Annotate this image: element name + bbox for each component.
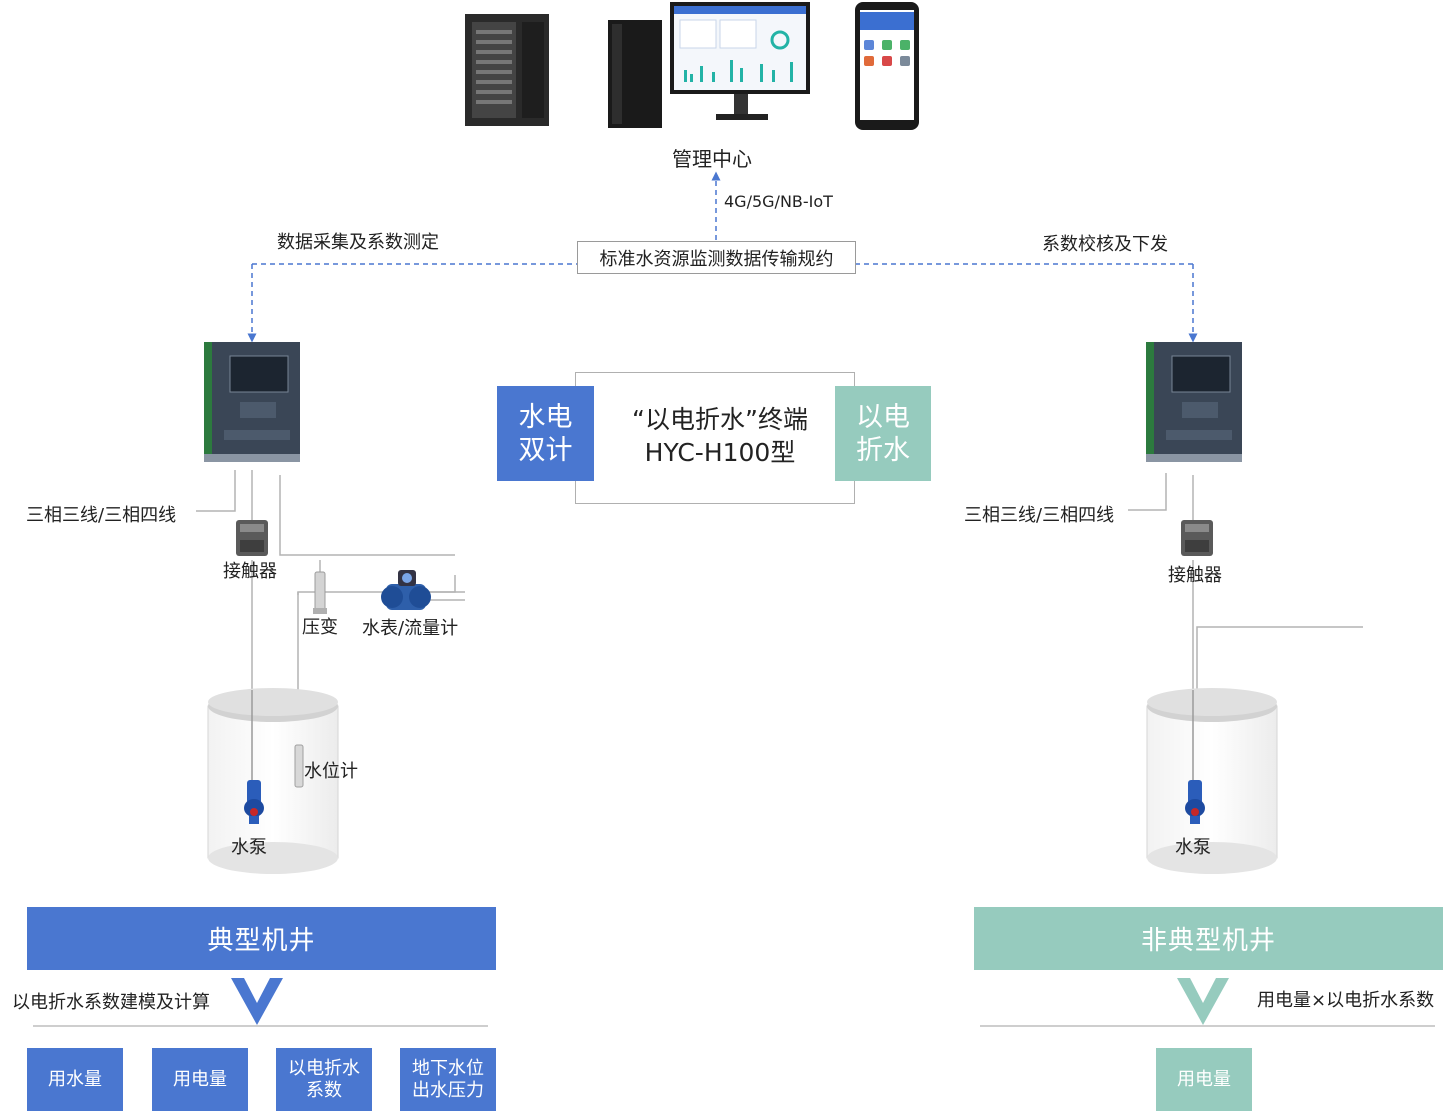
- output-water-volume-label: 用水量: [48, 1068, 102, 1090]
- right-contactor-label: 接触器: [1168, 565, 1222, 586]
- water-level-sensor-icon: [294, 744, 304, 788]
- left-wiring-label: 三相三线/三相四线: [26, 505, 177, 526]
- right-tag-line-2: 折水: [856, 434, 910, 466]
- right-tag-box: 以电 折水: [835, 386, 931, 481]
- server-tower-icon: [465, 14, 549, 126]
- typical-well-bar: 典型机井: [27, 907, 496, 970]
- right-terminal-device-icon: [1146, 342, 1242, 462]
- terminal-model: HYC-H100型: [644, 438, 796, 467]
- management-center-label: 管理中心: [672, 147, 752, 171]
- level-label: 水位计: [304, 761, 358, 782]
- flow-meter-icon: [381, 570, 431, 610]
- left-well-cylinder-icon: [207, 688, 339, 874]
- right-wiring-label: 三相三线/三相四线: [964, 505, 1115, 526]
- left-contactor-label: 接触器: [223, 561, 277, 582]
- model-label: 以电折水系数建模及计算: [12, 992, 210, 1013]
- right-well-cylinder-icon: [1146, 688, 1278, 874]
- output-electricity: 用电量: [152, 1048, 248, 1111]
- typical-well-label: 典型机井: [207, 926, 316, 956]
- pressure-transducer-icon: [313, 571, 327, 614]
- monitor-dashboard-icon: [670, 2, 810, 120]
- output-groundwater: 地下水位 出水压力: [400, 1048, 496, 1111]
- network-label: 4G/5G/NB-IoT: [724, 192, 833, 211]
- output-right-electricity-label: 用电量: [1177, 1068, 1231, 1090]
- left-flow-label: 数据采集及系数测定: [277, 232, 439, 253]
- atypical-well-label: 非典型机井: [1140, 926, 1276, 956]
- right-contactor-icon: [1181, 520, 1213, 556]
- left-contactor-icon: [236, 520, 268, 556]
- desktop-computer-icon: [608, 20, 662, 128]
- output-groundwater-line-1: 地下水位: [412, 1057, 484, 1079]
- left-terminal-device-icon: [204, 342, 300, 462]
- output-coefficient-line-1: 以电折水: [288, 1057, 360, 1079]
- terminal-title-block: “以电折水”终端 HYC-H100型: [600, 400, 840, 472]
- pressure-label: 压变: [302, 617, 338, 638]
- right-pump-label: 水泵: [1175, 837, 1211, 858]
- output-right-electricity: 用电量: [1156, 1048, 1252, 1111]
- formula-label: 用电量×以电折水系数: [1257, 990, 1435, 1011]
- protocol-box: 标准水资源监测数据传输规约: [577, 241, 856, 274]
- left-tag-line-2: 双计: [518, 434, 573, 466]
- left-pump-label: 水泵: [231, 837, 267, 858]
- smartphone-app-icon: [855, 2, 919, 130]
- right-tag-line-1: 以电: [856, 401, 910, 433]
- output-electricity-label: 用电量: [173, 1068, 227, 1090]
- output-water-volume: 用水量: [27, 1048, 123, 1111]
- protocol-label: 标准水资源监测数据传输规约: [599, 248, 834, 270]
- left-down-chevron-icon: [231, 978, 283, 1025]
- output-coefficient: 以电折水 系数: [276, 1048, 372, 1111]
- left-tag-box: 水电 双计: [497, 386, 594, 481]
- output-groundwater-line-2: 出水压力: [412, 1079, 484, 1101]
- right-submersible-pump-icon: [1185, 780, 1205, 824]
- left-tag-line-1: 水电: [518, 401, 573, 433]
- output-coefficient-line-2: 系数: [306, 1079, 342, 1101]
- atypical-well-bar: 非典型机井: [974, 907, 1443, 970]
- meter-label: 水表/流量计: [362, 618, 459, 639]
- terminal-frame: [575, 372, 855, 504]
- right-down-chevron-icon: [1177, 978, 1229, 1025]
- terminal-title: “以电折水”终端: [632, 405, 808, 434]
- right-flow-label: 系数校核及下发: [1042, 234, 1168, 255]
- left-submersible-pump-icon: [244, 780, 264, 824]
